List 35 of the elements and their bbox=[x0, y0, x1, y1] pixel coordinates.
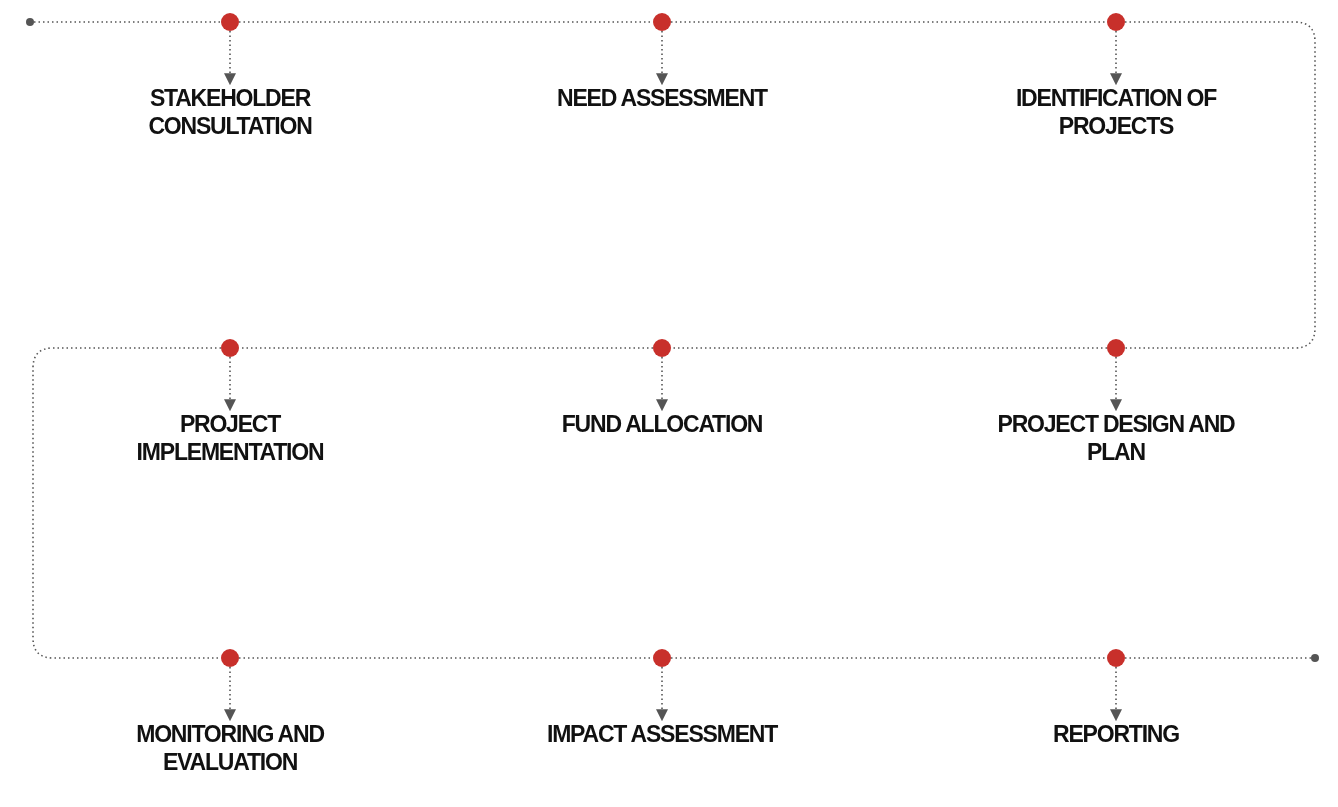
arrow bbox=[1110, 30, 1122, 86]
arrow bbox=[1110, 356, 1122, 412]
arrow bbox=[224, 356, 236, 412]
timeline-dot bbox=[221, 339, 239, 357]
timeline-line bbox=[33, 21, 222, 23]
timeline-dot bbox=[653, 13, 671, 31]
timeline-dot bbox=[1107, 649, 1125, 667]
timeline-dot bbox=[221, 13, 239, 31]
timeline-dot bbox=[1107, 339, 1125, 357]
arrow bbox=[1110, 666, 1122, 722]
step-label: PROJECT IMPLEMENTATION bbox=[110, 410, 350, 466]
arrow bbox=[224, 30, 236, 86]
step-label: PROJECT DESIGN AND PLAN bbox=[996, 410, 1236, 466]
timeline-line bbox=[1124, 21, 1316, 349]
timeline-dot bbox=[653, 339, 671, 357]
step-label: STAKEHOLDER CONSULTATION bbox=[110, 84, 350, 140]
timeline-dot bbox=[221, 649, 239, 667]
timeline-line bbox=[1124, 657, 1312, 659]
arrow bbox=[656, 666, 668, 722]
step-label: FUND ALLOCATION bbox=[542, 410, 782, 438]
end-dot bbox=[26, 18, 34, 26]
arrow bbox=[656, 30, 668, 86]
timeline-line bbox=[670, 657, 1108, 659]
step-label: NEED ASSESSMENT bbox=[542, 84, 782, 112]
arrow bbox=[656, 356, 668, 412]
step-label: REPORTING bbox=[996, 720, 1236, 748]
timeline-dot bbox=[1107, 13, 1125, 31]
timeline-line bbox=[32, 347, 222, 659]
timeline-dot bbox=[653, 649, 671, 667]
arrow bbox=[224, 666, 236, 722]
timeline-line bbox=[670, 21, 1108, 23]
end-dot bbox=[1311, 654, 1319, 662]
step-label: IDENTIFICATION OF PROJECTS bbox=[996, 84, 1236, 140]
step-label: MONITORING AND EVALUATION bbox=[110, 720, 350, 776]
step-label: IMPACT ASSESSMENT bbox=[542, 720, 782, 748]
